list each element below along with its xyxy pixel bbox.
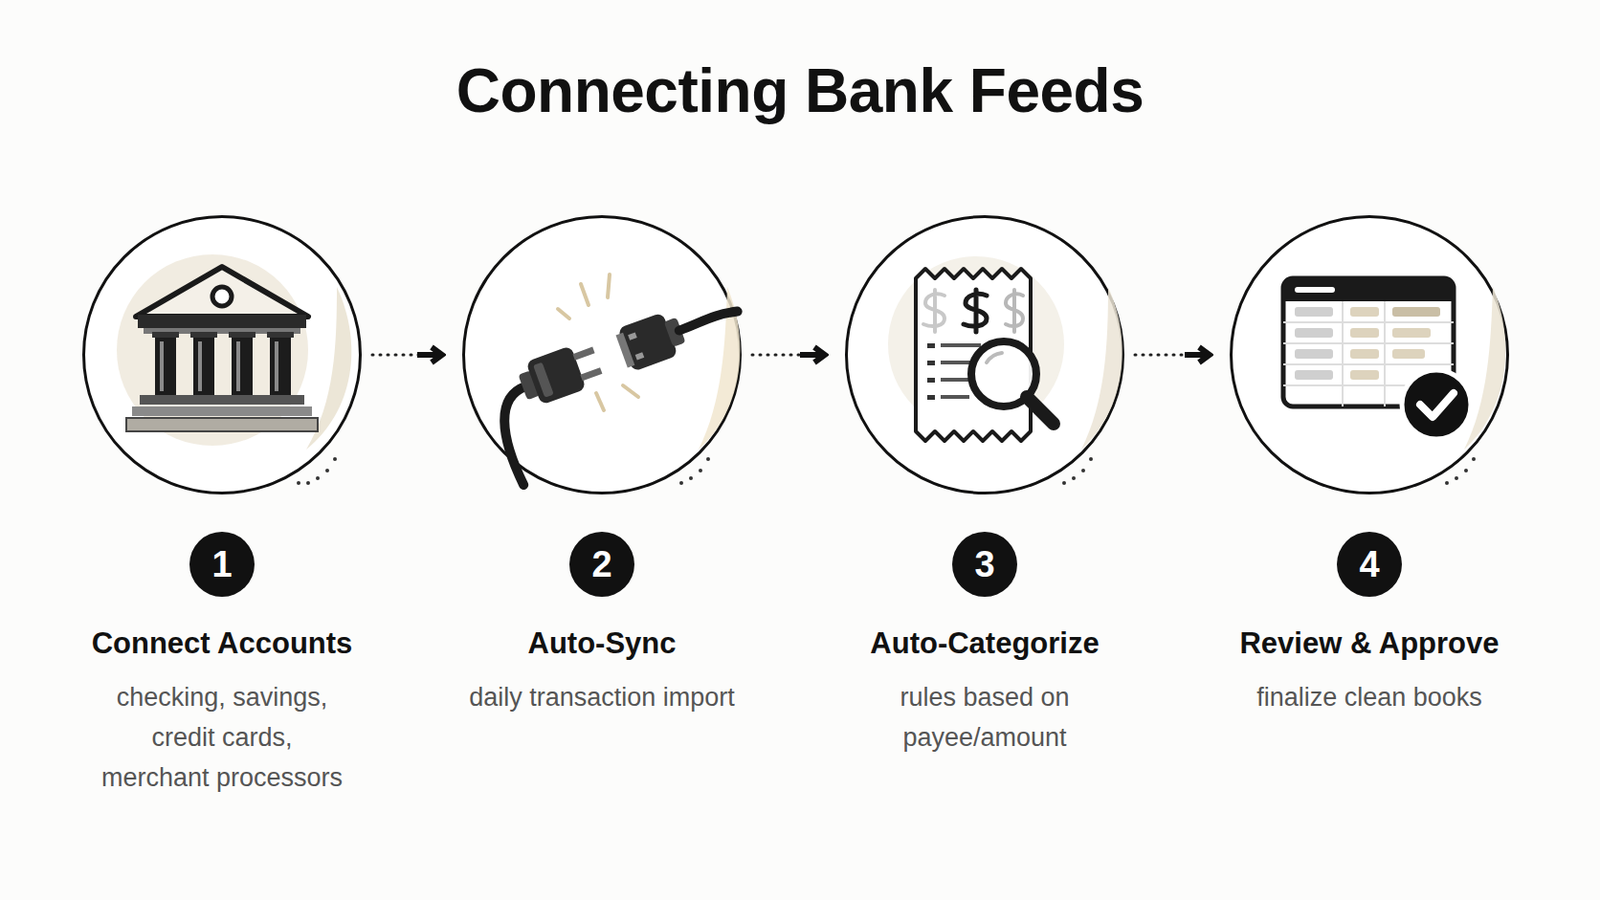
- diagram-title: Connecting Bank Feeds: [0, 55, 1600, 127]
- speckle-dots-part: [706, 457, 711, 462]
- speckle-dots-part: [325, 468, 330, 473]
- step-description: finalize clean books: [1216, 677, 1523, 718]
- speckle-dots-part: [698, 468, 703, 473]
- speckle-dots-part: [1062, 481, 1067, 486]
- speckle-dots-part: [1088, 457, 1093, 462]
- speckle-dots-part: [315, 476, 320, 481]
- speckle-dots-part: [333, 457, 337, 462]
- step-heading: Connect Accounts: [91, 626, 354, 662]
- speckle-dots-part: [1454, 476, 1459, 481]
- speckle-dots-part: [688, 476, 693, 481]
- step-badge-part: [569, 532, 635, 598]
- step-number: 3: [952, 532, 1018, 598]
- flow-arrow: [1134, 354, 1212, 357]
- step-badge-part: [189, 532, 255, 598]
- step-number: 1: [189, 532, 255, 598]
- step-badge: [189, 532, 1402, 598]
- speckle-dots-part: [1471, 457, 1476, 462]
- speckle-dots-part: [679, 481, 684, 486]
- step-number: 4: [1336, 532, 1402, 598]
- step-number: 2: [569, 532, 635, 598]
- step-heading: Auto-Categorize: [869, 626, 1099, 662]
- step-circle: Connect Accountschecking, savings, credi…: [82, 215, 362, 495]
- flow-arrow: [752, 354, 827, 357]
- speckle-dots-part: [1071, 476, 1076, 481]
- step-circle: Review & Approvefinalize clean books: [1229, 215, 1510, 495]
- step-circle: Auto-Syncdaily transaction import: [462, 215, 742, 495]
- step-heading: Auto-Sync: [528, 626, 677, 662]
- speckle-dots-part: [1081, 468, 1086, 473]
- speckle-dots-part: [1444, 481, 1449, 486]
- speckle-dots-part: [1464, 468, 1468, 473]
- speckle-dots-part: [306, 481, 311, 486]
- step-badge-part: [952, 532, 1018, 598]
- step-description: checking, savings, credit cards, merchan…: [98, 677, 346, 799]
- step-description: daily transaction import: [448, 677, 756, 718]
- flow-arrow: [372, 354, 445, 357]
- step-heading: Review & Approve: [1239, 626, 1499, 662]
- speckle-dots-part: [296, 481, 301, 486]
- step-circle: Auto-Categorizerules based on payee/amou…: [844, 215, 1125, 495]
- step-description: rules based on payee/amount: [831, 677, 1138, 758]
- step-badge-part: [1336, 532, 1402, 598]
